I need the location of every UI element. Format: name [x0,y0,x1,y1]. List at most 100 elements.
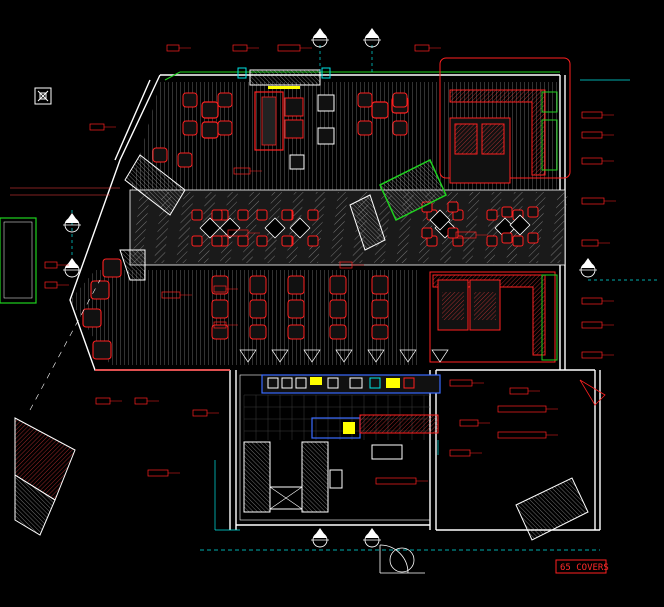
table [219,217,241,239]
callout-tag [414,44,430,52]
chair [237,209,249,221]
window-mullions [239,349,449,363]
lounge-chair [392,120,408,136]
table [264,217,286,239]
top-wall-trim [164,71,560,81]
mullion [303,349,321,363]
marker-arrow [65,258,79,268]
lounge-chair [217,120,233,136]
lounge-chair [357,120,373,136]
callout-tag [277,44,301,52]
lounge-chair [201,101,219,119]
storage-block [515,477,589,541]
table [509,214,531,236]
lounge-chair [201,121,219,139]
callout-tag [95,397,111,405]
chair [281,235,293,247]
booth-seat [92,340,112,360]
booth-seat [102,258,122,278]
callout-tag [581,321,603,329]
center-angled-table [349,194,386,251]
covers-label: 65 COVERS [560,563,609,573]
callout-tag [497,431,547,439]
chair [371,275,389,295]
chair [249,299,267,319]
upper-lounge-tables [152,92,409,168]
lounge-chair [392,92,408,108]
chair [287,324,305,340]
callout-tag [232,44,248,52]
table [289,217,311,239]
chair [211,275,229,295]
booth-seat [82,308,102,328]
chair [211,324,229,340]
chair [329,275,347,295]
table-group [486,209,524,247]
chair [527,232,539,244]
lounge-chair [182,120,198,136]
mullion [335,349,353,363]
booth-seat [90,280,110,300]
marker-arrow [581,258,595,268]
chair [249,324,267,340]
chair [256,235,268,247]
callout-tag [459,419,479,427]
callout-tag [44,261,58,269]
chair [371,299,389,319]
chair [447,201,459,213]
callout-tag [44,281,58,289]
lounge-chair [182,92,198,108]
callout-tag [449,449,471,457]
left-lounge-block [124,154,186,216]
chair [486,235,498,247]
chair [486,209,498,221]
chair [256,209,268,221]
callout-tag [147,469,169,477]
side-table [119,249,146,281]
callout-tag [581,239,599,247]
callout-tag [375,477,417,485]
lower-chair-row [211,275,389,340]
mullion [431,349,449,363]
callout-tag [581,111,603,119]
chair [211,235,223,247]
chair [512,235,524,247]
callout-tag [497,405,547,413]
marker-arrow [65,213,79,223]
chair [421,227,433,239]
chair [287,299,305,319]
section-marker-icon [34,87,52,105]
lower-booths [429,271,558,363]
left-external [0,187,120,536]
callout-tag [581,157,603,165]
table-group [211,209,249,247]
chair [501,232,513,244]
chair [371,324,389,340]
table [199,217,221,239]
callout-tag [581,297,603,305]
bar-counter [439,57,571,184]
callout-tag [509,387,529,395]
marker-arrow [365,528,379,538]
callout-tag [581,131,603,139]
lounge-chair [217,92,233,108]
lounge-chair [371,101,389,119]
chair [447,227,459,239]
marker-arrow [313,528,327,538]
chair [249,275,267,295]
elevation-marker-icon [63,28,597,548]
marker-arrow [365,28,379,38]
callout-tag [89,123,105,131]
annotation-callouts [44,44,616,485]
callout-tag [134,397,148,405]
exterior-walls [69,74,601,531]
callout-tag [449,379,473,387]
chair [191,235,203,247]
lounge-chair [357,92,373,108]
lounge-chair [177,152,193,168]
covers-box: 65 COVERS [555,559,609,574]
callout-tag [581,351,603,359]
callout-tag [581,197,605,205]
left-seating [82,249,146,360]
